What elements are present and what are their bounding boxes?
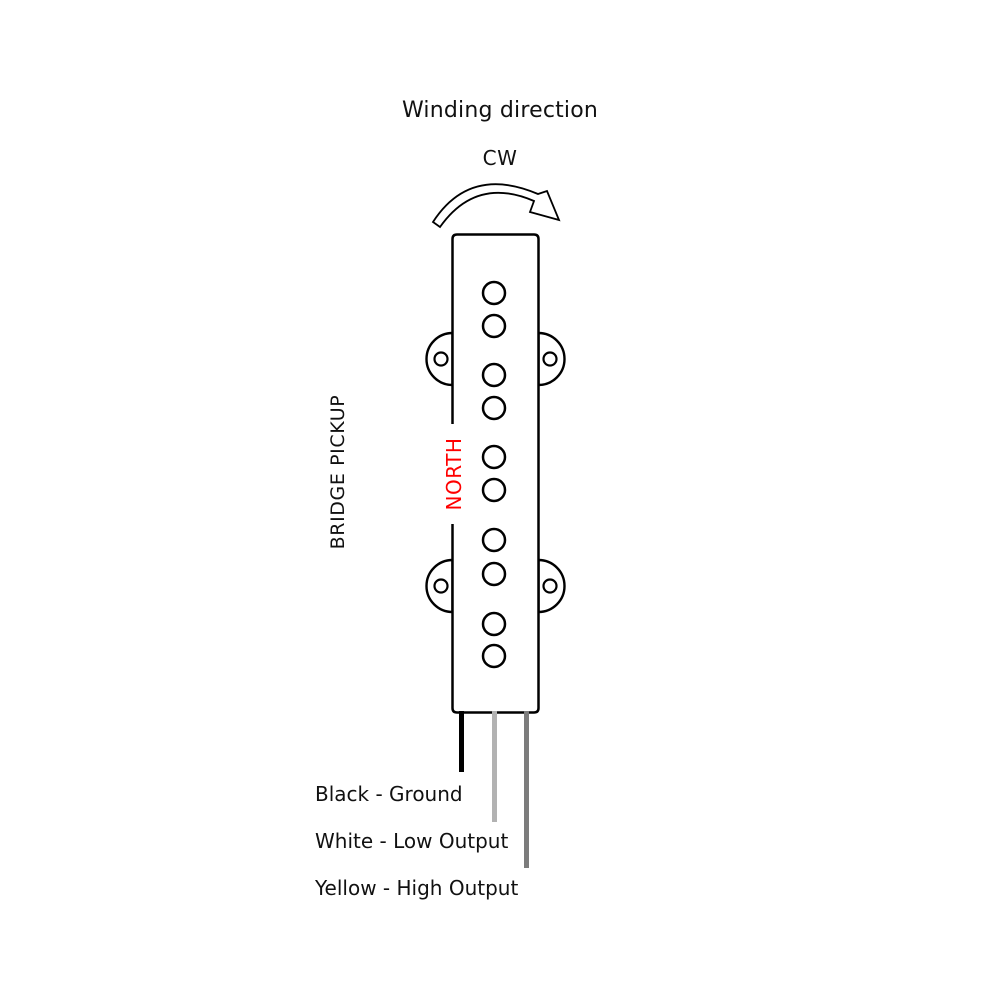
pole-piece <box>481 444 507 470</box>
pole-piece <box>481 561 507 587</box>
screw-hole <box>433 351 449 367</box>
pole-piece <box>481 362 507 388</box>
pole-piece <box>481 313 507 339</box>
pole-piece <box>481 280 507 306</box>
wire-label-black-ground: Black - Ground <box>315 782 463 806</box>
pickup-body <box>451 233 540 714</box>
wire-label-white-low-output: White - Low Output <box>315 829 509 853</box>
north-polarity-label: NORTH <box>442 437 466 511</box>
pole-piece <box>481 527 507 553</box>
screw-hole <box>542 351 558 367</box>
winding-direction-label: CW <box>482 146 518 170</box>
clockwise-arrow-icon <box>431 183 561 229</box>
screw-hole <box>433 578 449 594</box>
pole-piece <box>481 395 507 421</box>
pole-piece <box>481 643 507 669</box>
bridge-pickup-label: BRIDGE PICKUP <box>327 394 349 550</box>
screw-hole <box>542 578 558 594</box>
wire-yellow <box>524 711 529 868</box>
diagram-title: Winding direction <box>401 98 599 123</box>
pole-piece <box>481 477 507 503</box>
pole-piece <box>481 611 507 637</box>
wire-label-yellow-high-output: Yellow - High Output <box>315 876 519 900</box>
wire-white <box>492 711 497 822</box>
wire-black <box>459 711 464 772</box>
